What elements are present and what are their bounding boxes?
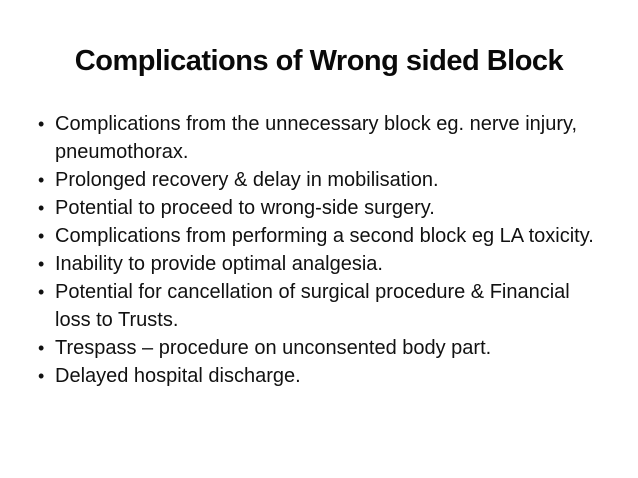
bullet-icon: • xyxy=(38,226,45,246)
bullet-icon: • xyxy=(38,198,45,218)
bullet-text: Potential for cancellation of surgical p… xyxy=(55,281,570,331)
bullet-icon: • xyxy=(38,282,45,302)
bullet-text: Complications from the unnecessary block… xyxy=(55,113,578,163)
bullet-icon: • xyxy=(38,254,45,274)
bullet-item: • Complications from performing a second… xyxy=(38,222,600,250)
bullet-icon: • xyxy=(38,338,45,358)
bullet-text: Trespass – procedure on unconsented body… xyxy=(55,337,492,359)
bullet-item: • Potential to proceed to wrong-side sur… xyxy=(38,194,600,222)
bullet-text: Delayed hospital discharge. xyxy=(55,365,301,387)
bullet-item: • Delayed hospital discharge. xyxy=(38,362,600,390)
bullet-item: • Inability to provide optimal analgesia… xyxy=(38,250,600,278)
bullet-list: • Complications from the unnecessary blo… xyxy=(38,110,600,390)
bullet-text: Inability to provide optimal analgesia. xyxy=(55,253,383,275)
bullet-item: • Trespass – procedure on unconsented bo… xyxy=(38,334,600,362)
bullet-icon: • xyxy=(38,170,45,190)
bullet-item: • Prolonged recovery & delay in mobilisa… xyxy=(38,166,600,194)
bullet-text: Potential to proceed to wrong-side surge… xyxy=(55,197,435,219)
bullet-text: Prolonged recovery & delay in mobilisati… xyxy=(55,169,439,191)
bullet-text: Complications from performing a second b… xyxy=(55,225,594,247)
bullet-icon: • xyxy=(38,114,45,134)
bullet-item: • Potential for cancellation of surgical… xyxy=(38,278,600,334)
bullet-icon: • xyxy=(38,366,45,386)
bullet-item: • Complications from the unnecessary blo… xyxy=(38,110,600,166)
slide-title: Complications of Wrong sided Block xyxy=(74,45,564,77)
